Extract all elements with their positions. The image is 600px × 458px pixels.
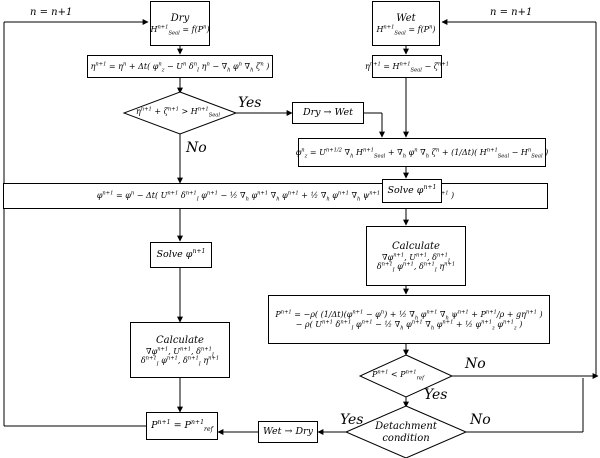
wet-pressure-line2: − ρ( Un+1 δn+1I φn+1 − ½ ∇h φn+1 ∇h φn+1… <box>295 318 523 332</box>
wet-solve: Solve φn+1 <box>387 183 437 196</box>
loop-counter-left: n = n+1 <box>30 7 73 18</box>
wet-pressure-box: Pn+1 = −ρ( (1/Δt)(φn+1 − φn) + ½ ∇h φn+1… <box>268 295 550 344</box>
detachment-condition: Detachment condition <box>375 421 437 444</box>
dry-pressure-ref-box: Pn+1 = Pn+1ref <box>146 412 218 440</box>
dry-to-wet: Dry → Wet <box>303 106 353 118</box>
dry-solve-box: Solve φn+1 <box>150 242 212 268</box>
pressure-decision <box>358 354 454 398</box>
wet-to-dry-box: Wet → Dry <box>258 421 318 443</box>
wet-calculate-title: Calculate <box>392 241 440 253</box>
dry-calculate-title: Calculate <box>156 335 204 347</box>
dry-pressure-ref: Pn+1 = Pn+1ref <box>151 418 213 433</box>
dry-wet-condition: ηn+1 + ζn+1 > Hn+1Seal <box>136 106 221 119</box>
no-label-detachment: No <box>470 412 491 428</box>
yes-label-pressure: Yes <box>424 387 448 403</box>
wet-title: Wet <box>396 13 416 25</box>
wet-seal-equation: Hn+1Seal = f(Pn) <box>376 24 436 37</box>
dry-seal-equation: Hn+1Seal = f(Pn) <box>150 24 210 37</box>
dry-calculate-line2: δn+1I φn+1, δn+1I ηn+1 <box>140 355 220 368</box>
pressure-condition: Pn+1 < Pn+1ref <box>372 369 425 382</box>
dry-wet-decision <box>122 91 238 135</box>
wet-calculate-box: Calculate ∇φn+1, Un+1, δn+1I δn+1I φn+1,… <box>366 226 466 286</box>
wet-pressure-line1: Pn+1 = −ρ( (1/Δt)(φn+1 − φn) + ½ ∇h φn+1… <box>275 309 543 322</box>
no-label-pressure: No <box>465 356 486 372</box>
dry-start-box: Dry Hn+1Seal = f(Pn) <box>150 1 210 46</box>
dry-eta-update-box: ηn+1 = ηn + Δt( φnz − Un δnI ηn − ∇h φn … <box>87 55 273 78</box>
dry-eta-update: ηn+1 = ηn + Δt( φnz − Un δnI ηn − ∇h φn … <box>90 61 270 74</box>
wet-to-dry: Wet → Dry <box>263 425 313 437</box>
yes-label-detachment: Yes <box>340 412 364 428</box>
dry-calculate-line1: ∇φn+1, Un+1, δn+1I <box>146 345 214 359</box>
wet-calculate-line1: ∇φn+1, Un+1, δn+1I <box>382 251 450 265</box>
yes-label-dry-wet: Yes <box>238 95 262 111</box>
wet-solve-box: Solve φn+1 <box>382 179 442 203</box>
detachment-decision <box>344 405 468 458</box>
wet-eta-update: ηn+1 = Hn+1Seal − ζn+1 <box>364 61 450 74</box>
dry-title: Dry <box>170 13 190 25</box>
wet-eta-update-box: ηn+1 = Hn+1Seal − ζn+1 <box>365 55 449 78</box>
no-label-dry-wet: No <box>186 140 207 156</box>
wet-calculate-line2: δn+1I φn+1, δn+1I ηn+1 <box>376 261 456 274</box>
loop-counter-right: n = n+1 <box>490 7 533 18</box>
dry-calculate-box: Calculate ∇φn+1, Un+1, δn+1I δn+1I φn+1,… <box>130 322 230 378</box>
wet-start-box: Wet Hn+1Seal = f(Pn) <box>372 1 440 46</box>
dry-solve: Solve φn+1 <box>156 247 206 260</box>
dry-phi-update-box: φn+1 = φn − Δt( Un+1 δn+1I φn+1 − ½ ∇h φ… <box>3 183 548 209</box>
wet-phi-z: φnz = Un+1/2 ∇h Hn+1Seal + ∇h φn ∇h ζn +… <box>295 147 549 160</box>
dry-to-wet-box: Dry → Wet <box>292 102 364 124</box>
wet-phi-z-box: φnz = Un+1/2 ∇h Hn+1Seal + ∇h φn ∇h ζn +… <box>295 138 549 167</box>
